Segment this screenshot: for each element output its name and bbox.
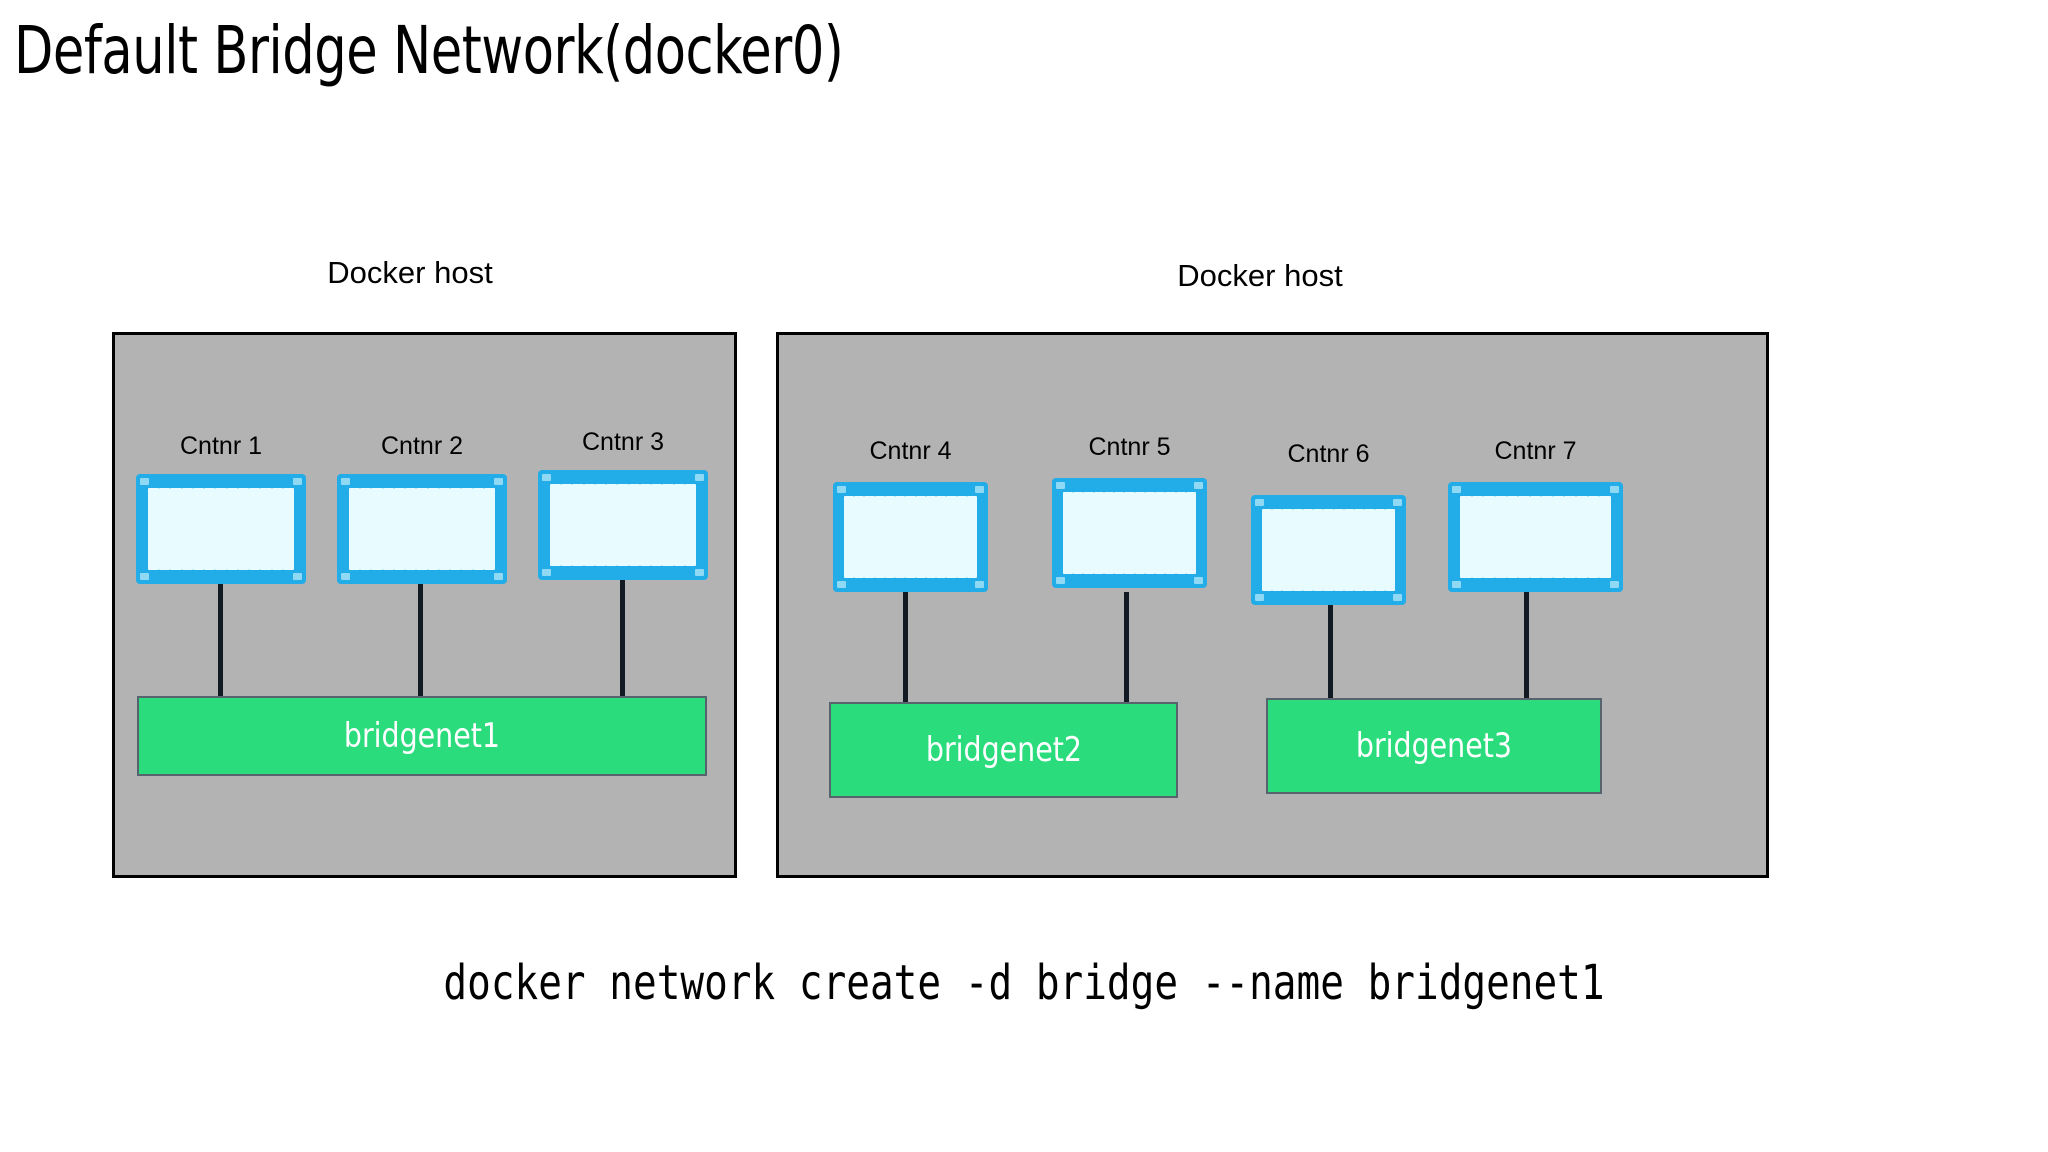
container-corner-icon: [293, 478, 302, 485]
container-cntnr-6[interactable]: Cntnr 6: [1251, 440, 1406, 605]
container-corner-icon: [542, 474, 551, 481]
container-corner-icon: [1393, 499, 1402, 506]
container-stripes: [1460, 496, 1611, 578]
container-label: Cntnr 6: [1287, 440, 1370, 468]
container-corner-icon: [293, 573, 302, 580]
container-corner-icon: [1452, 581, 1461, 588]
docker-host-left: [112, 332, 737, 878]
host-title-left: Docker host: [327, 255, 493, 290]
container-corner-icon: [140, 478, 149, 485]
link-cntnr-7-to-bridgenet3: [1524, 592, 1529, 702]
container-cntnr-4[interactable]: Cntnr 4: [833, 437, 988, 597]
container-label: Cntnr 4: [869, 437, 952, 465]
container-label: Cntnr 2: [381, 432, 463, 460]
container-icon: [337, 474, 507, 584]
container-corner-icon: [1194, 482, 1203, 489]
container-corner-icon: [1610, 581, 1619, 588]
network-label: bridgenet2: [925, 730, 1082, 770]
host-title-right: Docker host: [1177, 258, 1343, 293]
container-icon: [538, 470, 708, 580]
container-corner-icon: [837, 581, 846, 588]
container-stripes: [1062, 492, 1197, 574]
container-label: Cntnr 5: [1088, 433, 1171, 461]
container-cntnr-3[interactable]: Cntnr 3: [538, 428, 708, 583]
container-corner-icon: [837, 486, 846, 493]
link-cntnr-4-to-bridgenet2: [903, 592, 908, 712]
link-cntnr-6-to-bridgenet3: [1328, 600, 1333, 710]
container-label: Cntnr 1: [180, 432, 262, 460]
container-corner-icon: [494, 573, 503, 580]
container-corner-icon: [1393, 594, 1402, 601]
container-stripes: [348, 488, 496, 570]
link-cntnr-3-to-bridgenet1: [620, 580, 625, 700]
container-corner-icon: [1194, 577, 1203, 584]
container-cntnr-5[interactable]: Cntnr 5: [1052, 433, 1207, 593]
container-icon: [136, 474, 306, 584]
container-corner-icon: [341, 573, 350, 580]
container-corner-icon: [542, 569, 551, 576]
link-cntnr-2-to-bridgenet1: [418, 580, 423, 700]
container-corner-icon: [140, 573, 149, 580]
container-corner-icon: [695, 474, 704, 481]
container-cntnr-1[interactable]: Cntnr 1: [136, 432, 306, 587]
container-corner-icon: [695, 569, 704, 576]
container-stripes: [1261, 509, 1396, 591]
container-icon: [1448, 482, 1623, 592]
link-cntnr-1-to-bridgenet1: [218, 580, 223, 700]
container-stripes: [549, 484, 697, 566]
container-stripes: [147, 488, 295, 570]
network-bridgenet2[interactable]: bridgenet2: [829, 702, 1178, 798]
container-cntnr-7[interactable]: Cntnr 7: [1448, 437, 1623, 597]
container-corner-icon: [1255, 594, 1264, 601]
container-stripes: [843, 496, 978, 578]
container-cntnr-2[interactable]: Cntnr 2: [337, 432, 507, 587]
network-bridgenet3[interactable]: bridgenet3: [1266, 698, 1602, 794]
network-label: bridgenet1: [343, 716, 501, 756]
container-corner-icon: [1255, 499, 1264, 506]
container-corner-icon: [1056, 577, 1065, 584]
container-corner-icon: [341, 478, 350, 485]
container-icon: [833, 482, 988, 592]
container-corner-icon: [1452, 486, 1461, 493]
command-line: docker network create -d bridge --name b…: [443, 955, 1605, 1011]
container-corner-icon: [975, 486, 984, 493]
container-corner-icon: [1056, 482, 1065, 489]
link-cntnr-5-to-bridgenet2: [1124, 592, 1129, 702]
network-bridgenet1[interactable]: bridgenet1: [137, 696, 707, 776]
container-icon: [1052, 478, 1207, 588]
container-corner-icon: [494, 478, 503, 485]
container-label: Cntnr 3: [582, 428, 664, 456]
container-icon: [1251, 495, 1406, 605]
container-corner-icon: [1610, 486, 1619, 493]
network-label: bridgenet3: [1355, 726, 1513, 766]
container-corner-icon: [975, 581, 984, 588]
page-title: Default Bridge Network(docker0): [14, 12, 844, 89]
container-label: Cntnr 7: [1494, 437, 1577, 465]
